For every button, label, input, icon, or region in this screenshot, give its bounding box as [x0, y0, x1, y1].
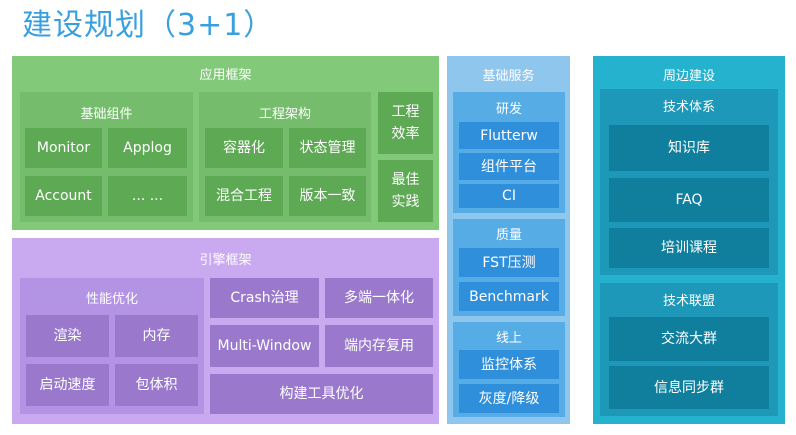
tech-alliance-header: 技术联盟	[662, 293, 715, 309]
fst-stress-test-box: FST压测	[459, 248, 559, 277]
page-title: 建设规划（3+1）	[22, 8, 275, 43]
flutterw-box: Flutterw	[459, 122, 559, 149]
quality-header: 质量	[495, 227, 522, 243]
version-consistency-box: 版本一致	[289, 176, 366, 216]
dev-header: 研发	[495, 101, 522, 117]
performance-header: 性能优化	[85, 291, 138, 307]
ellipsis-box: ... ...	[108, 176, 187, 216]
engineering-efficiency-label: 工程 效率	[391, 104, 420, 142]
training-courses-box: 培训课程	[609, 228, 769, 268]
crash-governance-box: Crash治理	[210, 278, 319, 318]
exchange-group-box: 交流大群	[609, 317, 769, 361]
state-management-box: 状态管理	[289, 128, 366, 168]
engineering-architecture-header: 工程架构	[258, 106, 311, 122]
monitoring-system-box: 监控体系	[459, 350, 559, 379]
online-header: 线上	[495, 330, 522, 346]
ci-box: CI	[459, 184, 559, 208]
base-services-header: 基础服务	[482, 68, 535, 84]
rendering-box: 渲染	[26, 315, 109, 357]
component-platform-box: 组件平台	[459, 153, 559, 180]
account-box: Account	[25, 176, 102, 216]
surrounding-header: 周边建设	[662, 68, 715, 84]
benchmark-box: Benchmark	[459, 282, 559, 311]
hybrid-engineering-box: 混合工程	[205, 176, 283, 216]
memory-box: 内存	[115, 315, 198, 357]
applog-box: Applog	[108, 128, 187, 168]
monitor-box: Monitor	[25, 128, 102, 168]
faq-box: FAQ	[609, 178, 769, 222]
multi-platform-box: 多端一体化	[325, 278, 433, 318]
engineering-efficiency-box: 工程 效率	[378, 92, 433, 154]
grayscale-downgrade-box: 灰度/降级	[459, 384, 559, 413]
memory-reuse-box: 端内存复用	[325, 325, 433, 367]
engine-framework-header: 引擎框架	[199, 252, 252, 268]
startup-speed-box: 启动速度	[26, 364, 109, 406]
tech-system-header: 技术体系	[662, 99, 715, 115]
info-sync-group-box: 信息同步群	[609, 366, 769, 409]
app-framework-header: 应用框架	[199, 67, 252, 83]
containerization-box: 容器化	[205, 128, 283, 168]
package-size-box: 包体积	[115, 364, 198, 406]
multi-window-box: Multi-Window	[210, 325, 319, 367]
build-tools-box: 构建工具优化	[210, 374, 433, 414]
best-practice-box: 最佳 实践	[378, 160, 433, 222]
base-components-header: 基础组件	[80, 106, 133, 122]
knowledge-base-box: 知识库	[609, 125, 769, 171]
best-practice-label: 最佳 实践	[391, 172, 420, 210]
